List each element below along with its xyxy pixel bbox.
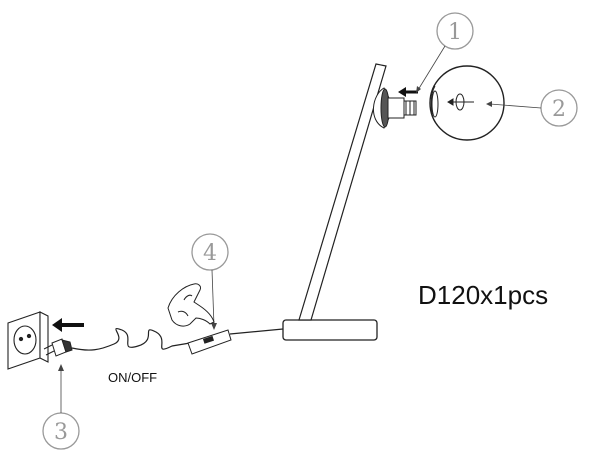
globe-shade: [429, 65, 505, 141]
svg-text:2: 2: [552, 97, 566, 122]
switch-label: ON/OFF: [108, 370, 158, 385]
wall-socket: [7, 311, 49, 370]
callout-2: 2: [486, 89, 578, 127]
hand-icon: [167, 283, 215, 327]
holder-arrow-icon: [398, 87, 418, 97]
cord-to-base: [229, 328, 284, 335]
callout-4: 4: [191, 233, 229, 330]
callout-3: 3: [42, 364, 80, 450]
callout-1: 1: [416, 12, 474, 93]
rotate-icon: [447, 93, 474, 111]
lamp-base: [282, 319, 378, 341]
svg-text:4: 4: [203, 241, 217, 266]
svg-text:1: 1: [448, 20, 462, 45]
lamp-holder: [373, 87, 417, 129]
power-cord: [71, 328, 191, 351]
product-label: D120x1pcs: [418, 280, 549, 310]
plug: [43, 338, 73, 357]
inline-switch: [187, 329, 232, 355]
svg-text:3: 3: [54, 420, 68, 445]
socket-arrow-icon: [52, 318, 84, 332]
lamp-pole: [298, 63, 387, 321]
